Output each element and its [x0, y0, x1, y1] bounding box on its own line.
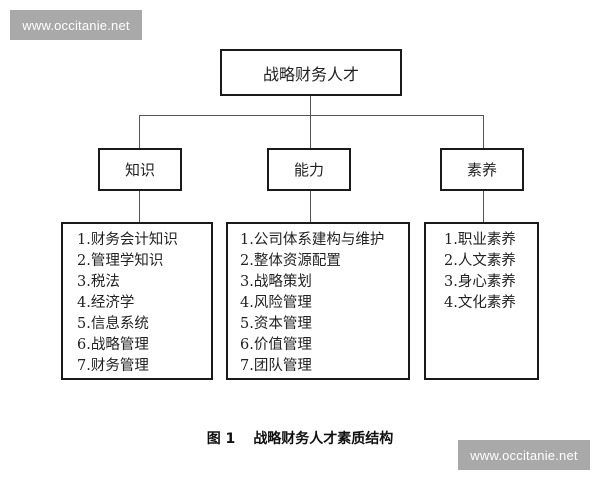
list-item: 4.文化素养 [444, 295, 516, 311]
connector-horizontal [139, 115, 484, 116]
connector-to-knowledge [139, 115, 140, 148]
list-item: 3.战略策划 [240, 274, 312, 290]
connector-ability-list [310, 191, 311, 222]
list-item: 1.公司体系建构与维护 [240, 232, 385, 248]
branch-node-ability: 能力 [267, 148, 351, 191]
figure-title: 战略财务人才素质结构 [253, 431, 394, 447]
figure-caption: 图 1 战略财务人才素质结构 [0, 428, 600, 448]
list-item: 4.风险管理 [240, 295, 312, 311]
list-item: 3.身心素养 [444, 274, 516, 290]
connector-root-down [310, 96, 311, 115]
list-item: 7.团队管理 [240, 358, 312, 374]
list-item: 2.管理学知识 [77, 253, 164, 269]
list-item: 1.职业素养 [444, 232, 516, 248]
list-item: 6.战略管理 [77, 337, 149, 353]
connector-knowledge-list [139, 191, 140, 222]
watermark-bottom: www.occitanie.net [458, 440, 590, 470]
connector-to-ability [310, 115, 311, 148]
knowledge-list: 1.财务会计知识 2.管理学知识 3.税法 4.经济学 5.信息系统 6.战略管… [77, 230, 211, 377]
list-item: 6.价值管理 [240, 337, 312, 353]
list-item: 4.经济学 [77, 295, 135, 311]
list-item: 2.整体资源配置 [240, 253, 341, 269]
list-item: 5.资本管理 [240, 316, 312, 332]
list-item: 7.财务管理 [77, 358, 149, 374]
root-node-label: 战略财务人才 [262, 64, 359, 84]
figure-number: 图 1 [206, 431, 236, 447]
branch-label: 知识 [124, 161, 155, 179]
list-item: 1.财务会计知识 [77, 232, 178, 248]
connector-to-quality [483, 115, 484, 148]
branch-node-quality: 素养 [440, 148, 524, 191]
branch-label: 能力 [293, 161, 324, 179]
quality-list: 1.职业素养 2.人文素养 3.身心素养 4.文化素养 [444, 230, 537, 314]
ability-list: 1.公司体系建构与维护 2.整体资源配置 3.战略策划 4.风险管理 5.资本管… [240, 230, 408, 377]
branch-label: 素养 [466, 161, 497, 179]
connector-quality-list [483, 191, 484, 222]
branch-node-knowledge: 知识 [98, 148, 182, 191]
list-item: 3.税法 [77, 274, 120, 290]
knowledge-list-box: 1.财务会计知识 2.管理学知识 3.税法 4.经济学 5.信息系统 6.战略管… [61, 222, 213, 380]
list-item: 2.人文素养 [444, 253, 516, 269]
ability-list-box: 1.公司体系建构与维护 2.整体资源配置 3.战略策划 4.风险管理 5.资本管… [226, 222, 410, 380]
root-node: 战略财务人才 [220, 49, 402, 96]
watermark-top: www.occitanie.net [10, 10, 142, 40]
quality-list-box: 1.职业素养 2.人文素养 3.身心素养 4.文化素养 [424, 222, 539, 380]
list-item: 5.信息系统 [77, 316, 149, 332]
